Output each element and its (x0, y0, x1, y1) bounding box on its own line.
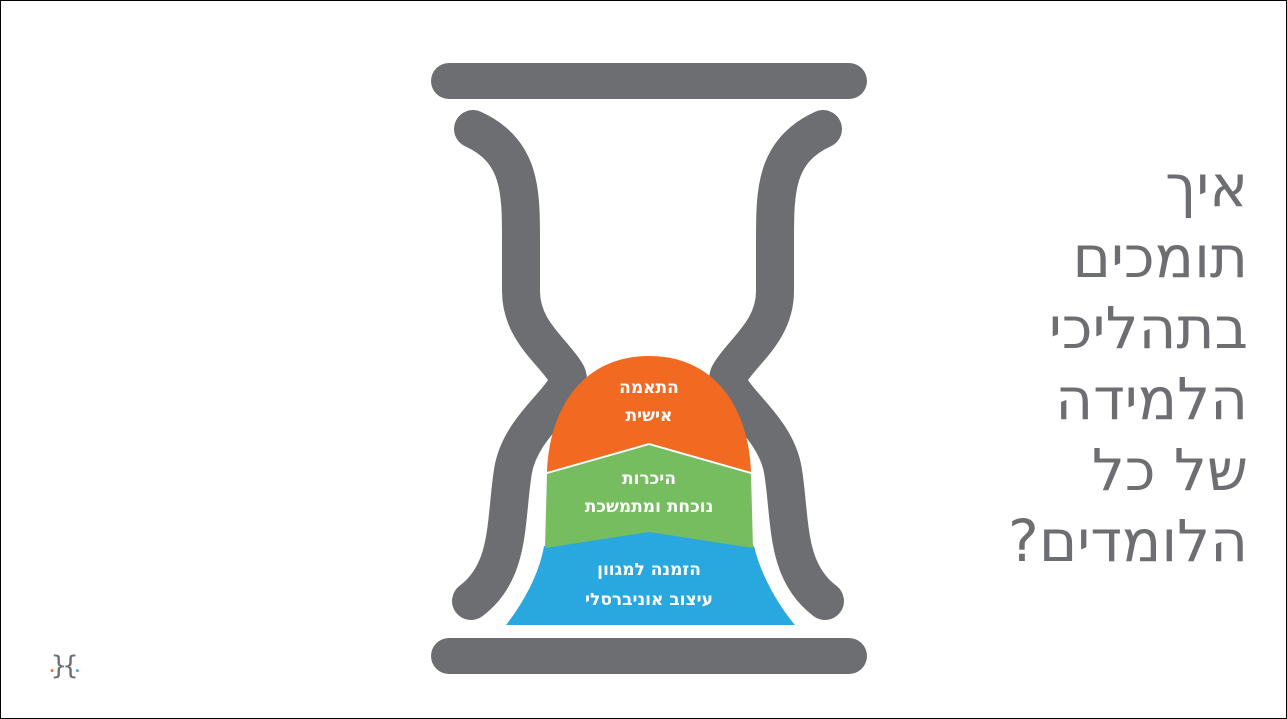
title-line-4: הלמידה (988, 364, 1248, 435)
title-line-2: תומכים (988, 222, 1248, 293)
braces-logo-icon: •}{• (49, 651, 76, 681)
layer-acquaintance-line-2: נוכחת ומתמשכת (585, 497, 714, 517)
title-line-1: איך (988, 151, 1248, 222)
layer-universal-design-line-1: הזמנה למגוון (597, 560, 701, 580)
title-line-5: של כל (988, 435, 1248, 506)
layer-universal-design-line-2: עיצוב אוניברסלי (585, 590, 713, 610)
title-line-6: הלומדים? (988, 506, 1248, 577)
title-line-3: בתהליכי (988, 293, 1248, 364)
layer-personalization-line-1: התאמה (619, 378, 679, 398)
layer-acquaintance-line-1: היכרות (622, 469, 676, 489)
slide-title: איך תומכים בתהליכי הלמידה של כל הלומדים? (988, 151, 1248, 577)
layer-personalization-line-2: אישית (626, 406, 673, 426)
